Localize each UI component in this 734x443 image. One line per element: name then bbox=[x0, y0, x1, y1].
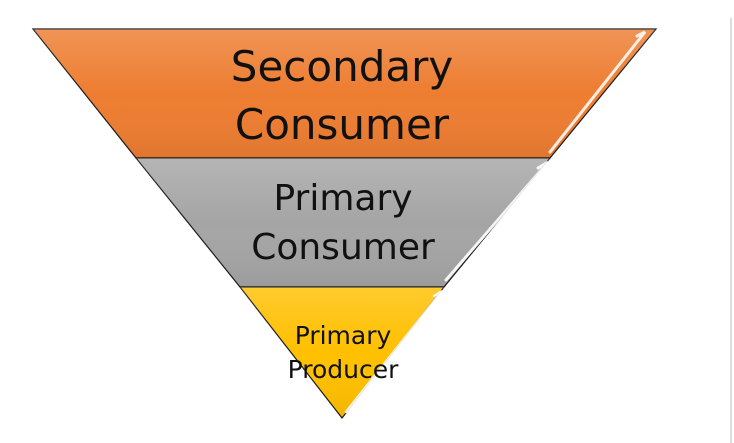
tier-primary-consumer-label-line2: Consumer bbox=[251, 227, 435, 268]
tier-primary-producer: Primary Producer bbox=[238, 286, 446, 419]
tier-primary-producer-label-line2: Producer bbox=[288, 355, 400, 384]
tier-primary-consumer: Primary Consumer bbox=[134, 157, 552, 288]
tier-primary-consumer-label-line1: Primary bbox=[273, 178, 412, 219]
tier-secondary-consumer-label-line2: Consumer bbox=[235, 100, 450, 149]
tier-secondary-consumer-shine bbox=[33, 29, 656, 158]
tier-primary-consumer-highlight bbox=[444, 160, 550, 282]
tier-secondary-consumer: Secondary Consumer bbox=[31, 28, 658, 159]
tier-secondary-consumer-label-line1: Secondary bbox=[231, 42, 453, 91]
tier-primary-producer-label-line1: Primary bbox=[295, 321, 392, 350]
tier-primary-producer-highlight bbox=[344, 289, 443, 414]
tier-primary-producer-shine bbox=[240, 287, 444, 418]
tier-primary-consumer-shine bbox=[136, 158, 550, 287]
tier-secondary-consumer-highlight bbox=[548, 30, 647, 154]
